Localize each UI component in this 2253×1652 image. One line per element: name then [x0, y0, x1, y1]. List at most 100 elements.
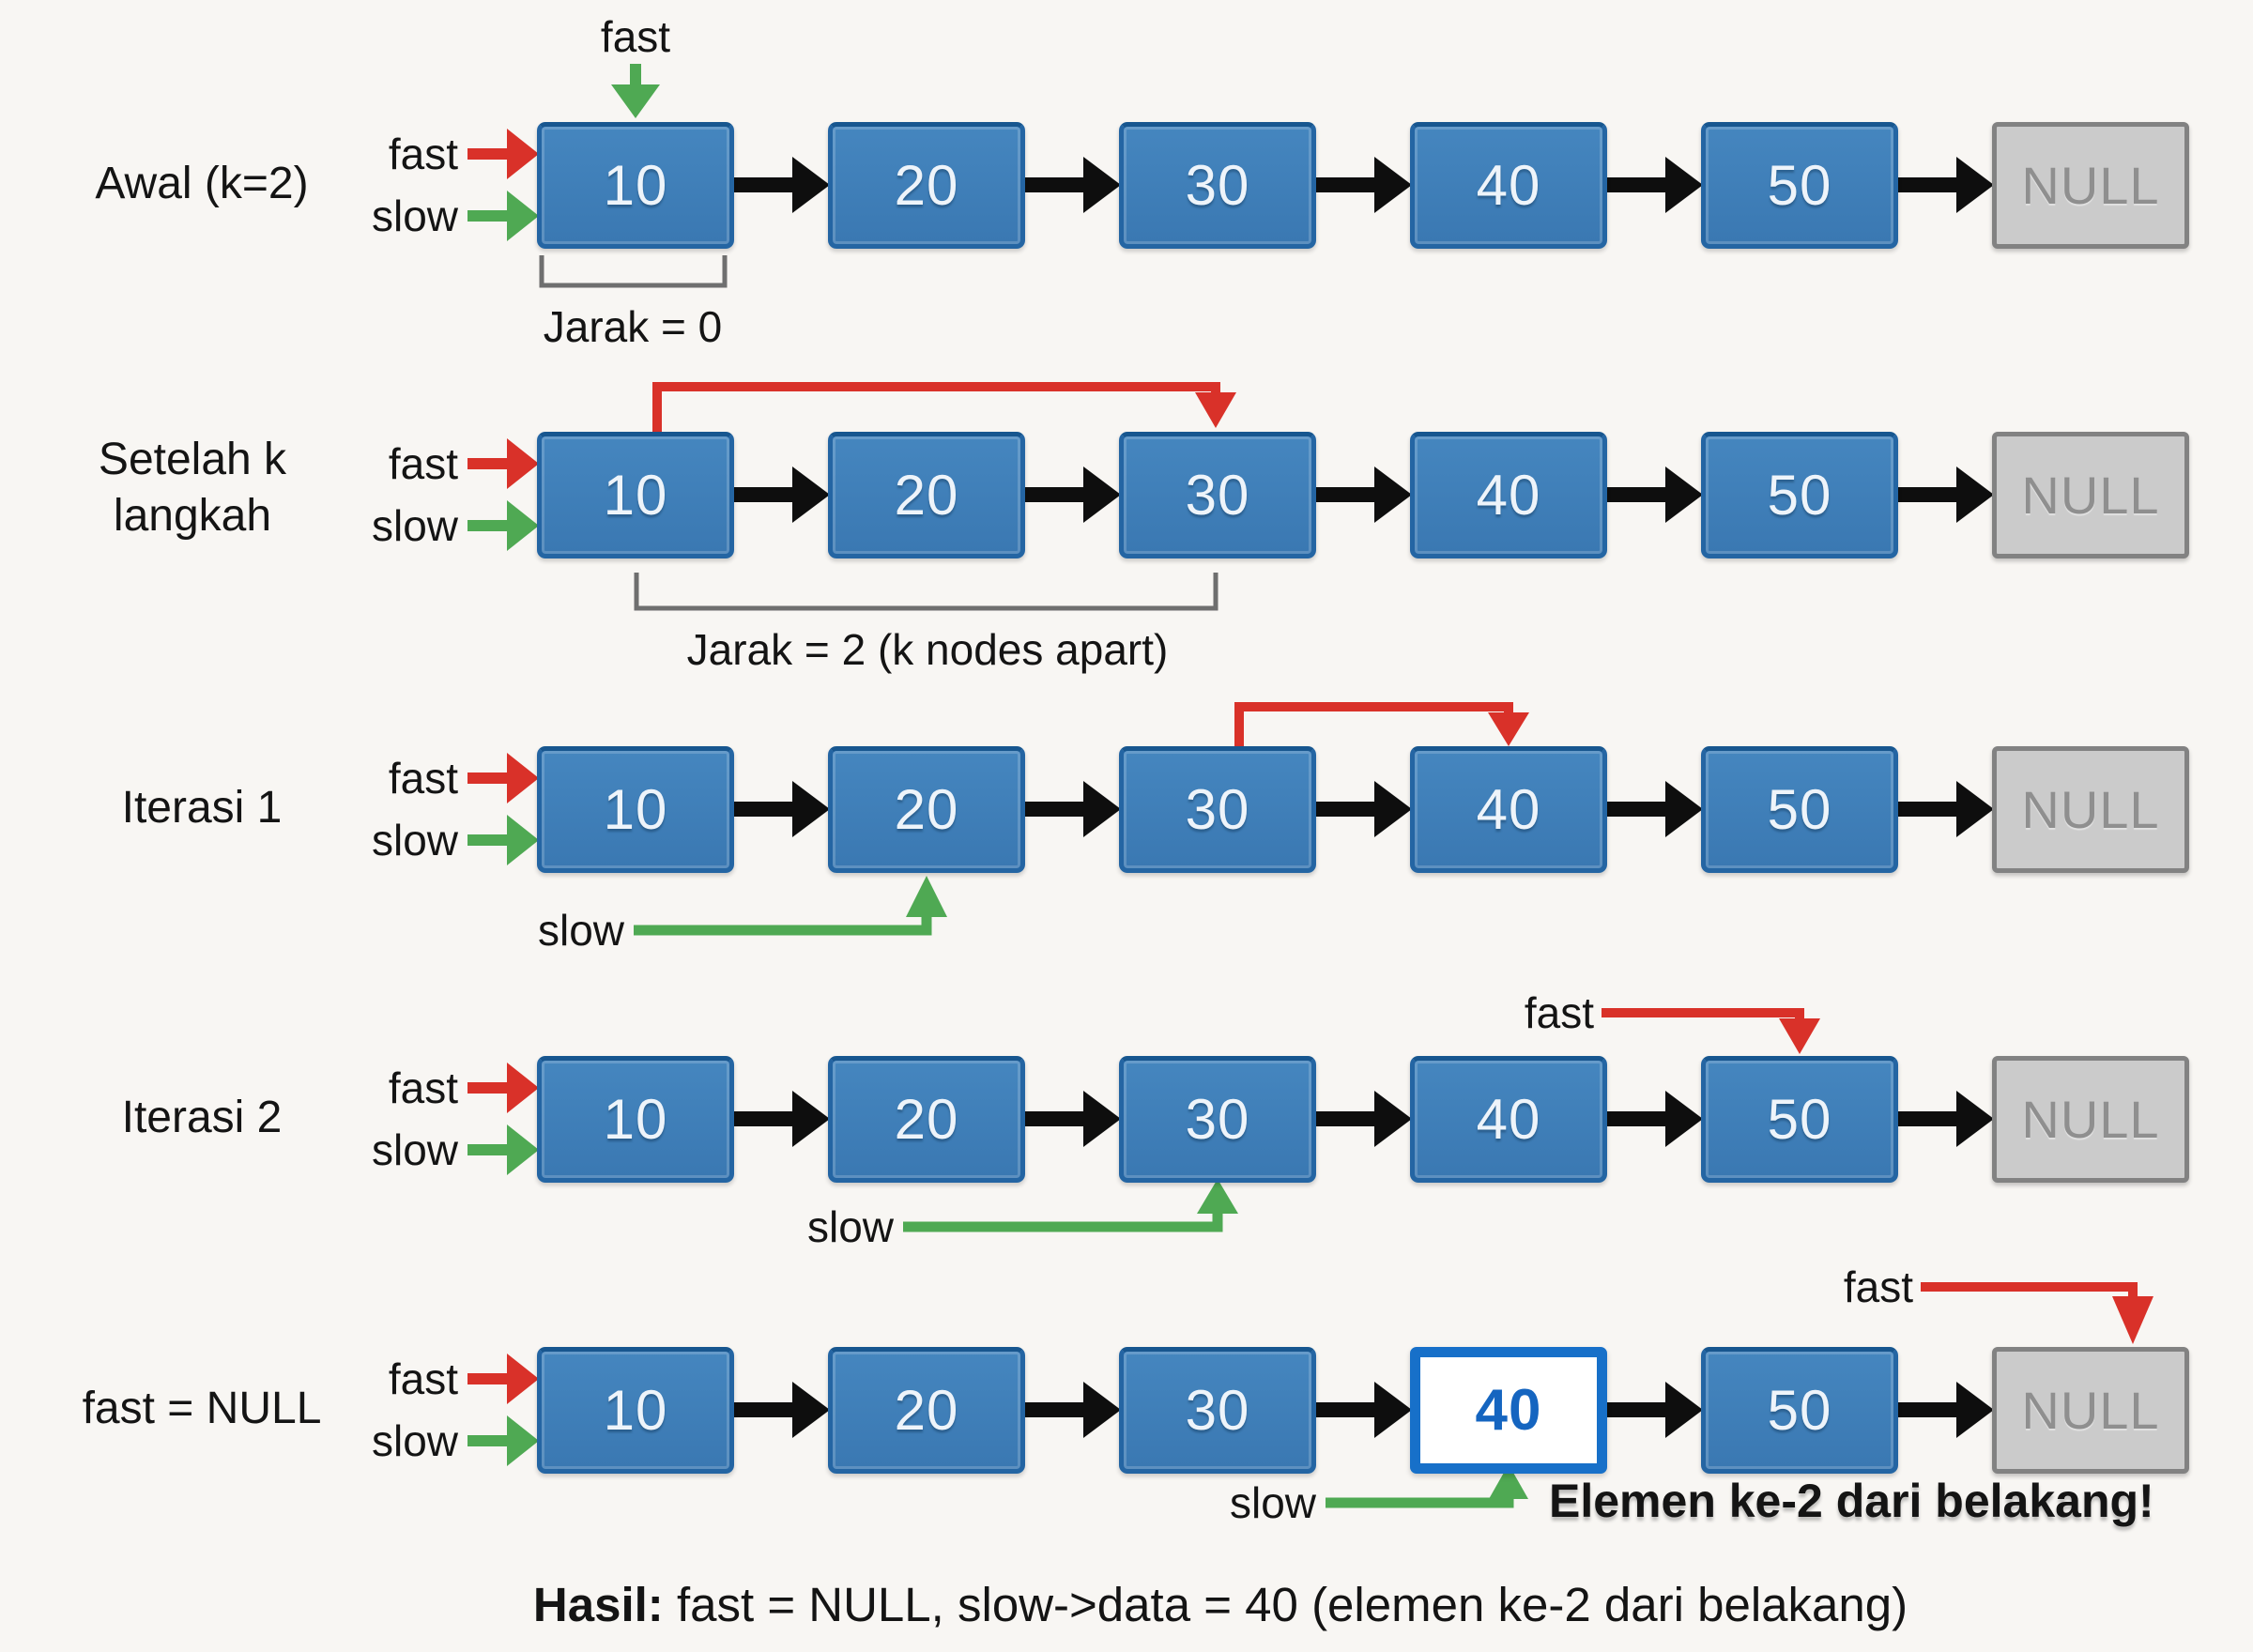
fast-arrow-icon: [467, 438, 539, 489]
list-node: 30: [1119, 1056, 1316, 1183]
list-node: 50: [1701, 1347, 1898, 1474]
result-text: fast = NULL, slow->data = 40 (elemen ke-…: [663, 1578, 1908, 1631]
next-arrow-icon: [1603, 467, 1703, 523]
next-arrow-icon: [1894, 157, 1994, 213]
result-line: Hasil: fast = NULL, slow->data = 40 (ele…: [188, 1577, 2253, 1632]
list-node: 30: [1119, 122, 1316, 249]
slow-pointer-label: slow: [371, 1416, 458, 1465]
list-node: 30: [1119, 1347, 1316, 1474]
next-arrow-icon: [730, 1091, 830, 1147]
next-arrow-icon: [1021, 1382, 1121, 1438]
slow-arrow-icon: [467, 815, 539, 865]
list-node: 20: [828, 432, 1025, 558]
list-node: 40: [1410, 432, 1607, 558]
list-node: 10: [537, 432, 734, 558]
fast-elbow-arrow: [1602, 1008, 1820, 1054]
list-node: 50: [1701, 122, 1898, 249]
list-node: 40: [1410, 1056, 1607, 1183]
slow-pointer-label: slow: [371, 1125, 458, 1174]
row-label-iterasi-1: Iterasi 1: [121, 783, 283, 833]
slow-arrow-icon: [467, 1124, 539, 1175]
slow-elbow-arrow: [634, 876, 947, 936]
list-node: 10: [537, 122, 734, 249]
slow-below-label: slow: [806, 1202, 894, 1251]
next-arrow-icon: [1312, 1382, 1412, 1438]
fast-above-label: fast: [1524, 988, 1594, 1037]
list-node: 10: [537, 746, 734, 873]
next-arrow-icon: [1312, 467, 1412, 523]
highlight-node: 40: [1410, 1347, 1607, 1474]
distance-caption: Jarak = 0: [543, 302, 723, 351]
list-node: 30: [1119, 746, 1316, 873]
fast-arrow-icon: [467, 753, 539, 803]
null-node: NULL: [1992, 1347, 2189, 1474]
next-arrow-icon: [1021, 467, 1121, 523]
row-label-setelah-k: Setelah k langkah: [98, 435, 287, 541]
fast-above-label: fast: [1843, 1262, 1913, 1311]
distance-bracket: [539, 255, 728, 288]
slow-pointers: [467, 191, 539, 1466]
next-arrow-icon: [1603, 781, 1703, 837]
fast-pointer-label: fast: [388, 1354, 458, 1403]
next-arrow-icon: [1021, 781, 1121, 837]
next-arrow-icon: [1894, 467, 1994, 523]
next-arrow-icon: [1894, 781, 1994, 837]
result-prefix: Hasil:: [532, 1578, 664, 1631]
next-arrow-icon: [1894, 1091, 1994, 1147]
distance-bracket: [634, 573, 1218, 611]
list-node: 20: [828, 122, 1025, 249]
row-label-iterasi-2: Iterasi 2: [121, 1093, 283, 1142]
next-arrow-icon: [1312, 157, 1412, 213]
fast-pointer-label: fast: [388, 754, 458, 803]
list-node: 30: [1119, 432, 1316, 558]
next-arrow-icon: [1603, 157, 1703, 213]
list-node: 50: [1701, 746, 1898, 873]
slow-elbow-arrow: [903, 1179, 1238, 1232]
result-note: Elemen ke-2 dari belakang!: [1549, 1475, 2154, 1527]
next-arrow-icon: [1312, 1091, 1412, 1147]
slow-below-label: slow: [1229, 1478, 1316, 1527]
fast-arrow-icon: [467, 129, 539, 179]
next-arrow-icon: [1021, 157, 1121, 213]
null-node: NULL: [1992, 122, 2189, 249]
slow-pointer-label: slow: [371, 501, 458, 550]
next-arrow-icon: [730, 157, 830, 213]
fast-down-arrow-icon: [611, 64, 660, 118]
slow-elbow-arrow: [1326, 1464, 1528, 1508]
next-arrow-icon: [730, 1382, 830, 1438]
next-arrow-icon: [1603, 1091, 1703, 1147]
list-node: 40: [1410, 122, 1607, 249]
fast-pointer-label: fast: [388, 1063, 458, 1112]
list-node: 20: [828, 1056, 1025, 1183]
next-arrow-icon: [730, 467, 830, 523]
fast-arrow-icon: [467, 1063, 539, 1113]
null-node: NULL: [1992, 1056, 2189, 1183]
fast-jump-arc: [652, 382, 1236, 434]
slow-arrow-icon: [467, 191, 539, 241]
list-node: 20: [828, 1347, 1025, 1474]
fast-jump-arc: [1234, 702, 1529, 748]
slow-pointer-label: slow: [371, 816, 458, 864]
list-node: 50: [1701, 1056, 1898, 1183]
list-node: 10: [537, 1056, 734, 1183]
slow-arrow-icon: [467, 500, 539, 551]
next-arrow-icon: [730, 781, 830, 837]
slow-arrow-icon: [467, 1415, 539, 1466]
fast-pointer-label: fast: [388, 130, 458, 178]
distance-caption: Jarak = 2 (k nodes apart): [686, 625, 1169, 674]
list-node: 50: [1701, 432, 1898, 558]
next-arrow-icon: [1894, 1382, 1994, 1438]
slow-below-label: slow: [537, 906, 624, 955]
fast-pointer-label: fast: [388, 439, 458, 488]
null-node: NULL: [1992, 746, 2189, 873]
fast-elbow-arrow: [1921, 1282, 2153, 1344]
list-node: 40: [1410, 746, 1607, 873]
next-arrow-icon: [1021, 1091, 1121, 1147]
next-arrow-icon: [1312, 781, 1412, 837]
row-label-fast-null: fast = NULL: [82, 1384, 322, 1433]
next-arrow-icon: [1603, 1382, 1703, 1438]
row-label-awal: Awal (k=2): [95, 159, 309, 208]
list-node: 10: [537, 1347, 734, 1474]
